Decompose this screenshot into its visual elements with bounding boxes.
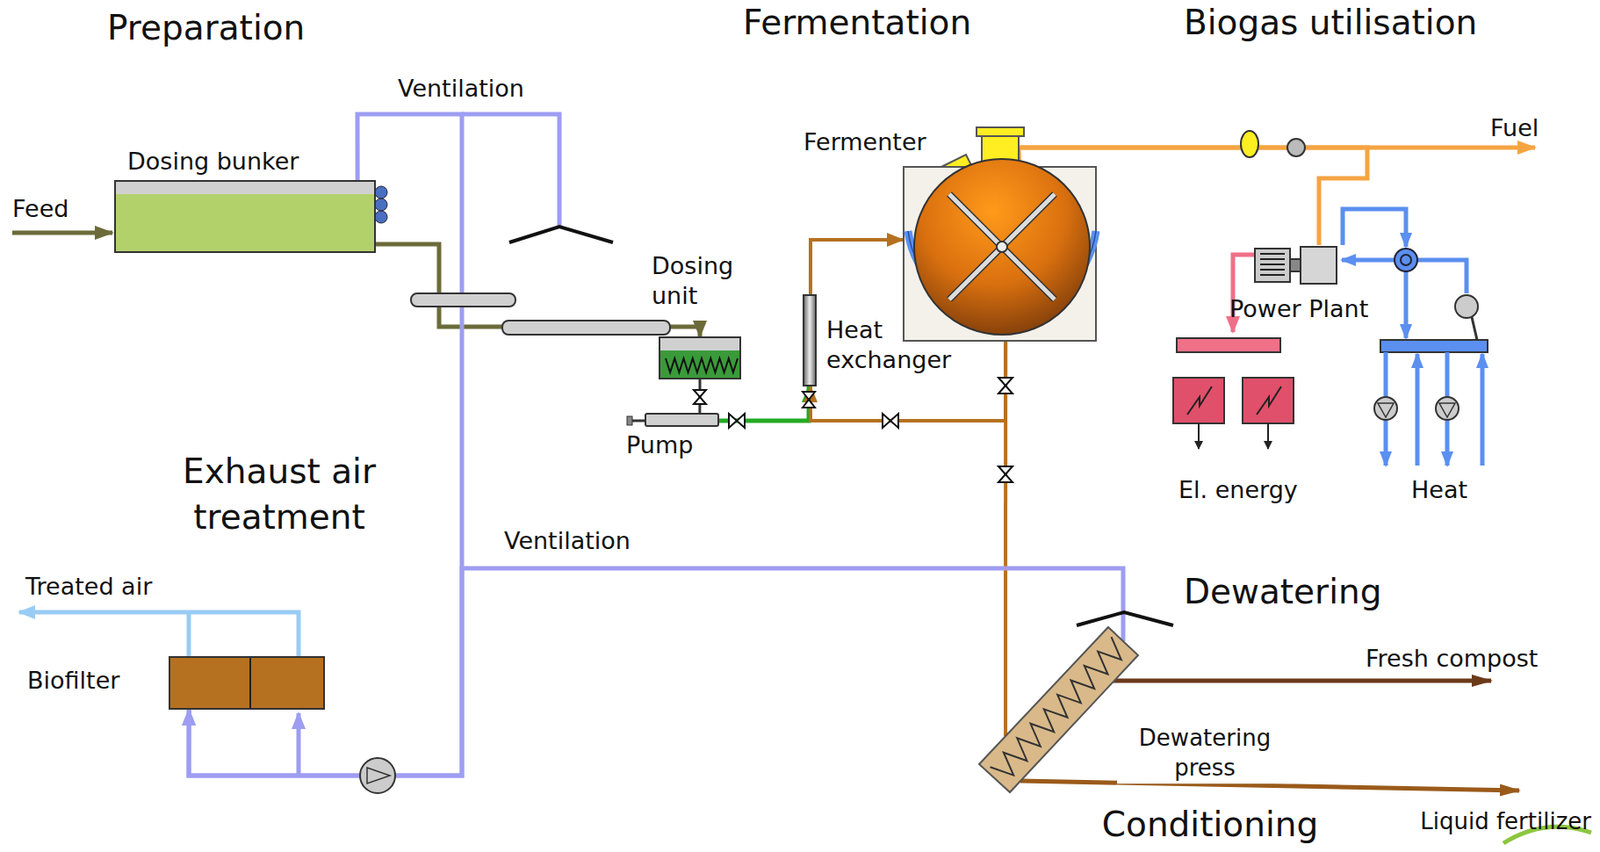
diagram-label: Preparation: [107, 7, 305, 51]
diagram-label: Dewatering: [1183, 570, 1382, 614]
dosing-unit: Dosing unit: [658, 336, 742, 380]
dewatering-press: Dewatering press: [979, 627, 1139, 793]
dosing-bunker: Dosing bunker: [114, 180, 376, 253]
diagram-label: Exhaust air treatment: [134, 448, 425, 541]
edge-label: Ventilation: [504, 526, 631, 556]
diagram-label: Treated air: [25, 571, 152, 602]
fermenter-shape: [904, 167, 1099, 344]
dosing-unit-shape: [660, 338, 743, 382]
flow-connector: [188, 568, 1124, 776]
diagram-label: Liquid fertilizer: [1419, 807, 1592, 837]
diagram-label: El. energy: [1178, 475, 1298, 505]
fermenter: Fermenter: [902, 165, 1097, 342]
power-plant-shape: [1254, 245, 1337, 286]
flow-connector: [719, 386, 809, 421]
dewatering-press-shape: [979, 627, 1139, 793]
node-label: Power Plant: [1229, 294, 1369, 325]
flow-connector: [375, 244, 700, 337]
power-plant: Power Plant: [1254, 245, 1337, 286]
diagram-label: Biogas utilisation: [1183, 1, 1478, 45]
edge-label: Ventilation: [397, 73, 525, 104]
node-label: Fermenter: [803, 127, 927, 158]
diagram-label: Conditioning: [1102, 803, 1319, 847]
pump: Pump: [644, 412, 720, 427]
diagram-label: Fresh compost: [1365, 643, 1538, 674]
diagram-label: Fermentation: [742, 1, 972, 45]
heat-exchanger: Heat exchanger: [802, 294, 817, 387]
biofilter: Biofilter: [168, 655, 325, 710]
node-label: Dewatering press: [1117, 723, 1293, 784]
diagram-label: Heat: [1411, 475, 1468, 505]
diagram-label: Fuel: [1490, 113, 1539, 144]
flow-connector: [1003, 341, 1008, 736]
node-label: Dosing bunker: [127, 146, 299, 177]
node-label: Pump: [626, 430, 693, 461]
biofilter-shape: [170, 657, 327, 712]
diagram-label: Feed: [12, 194, 69, 224]
node-label: Dosing unit: [651, 251, 749, 311]
node-label: Biofilter: [27, 665, 120, 696]
flow-connector: [810, 239, 903, 295]
